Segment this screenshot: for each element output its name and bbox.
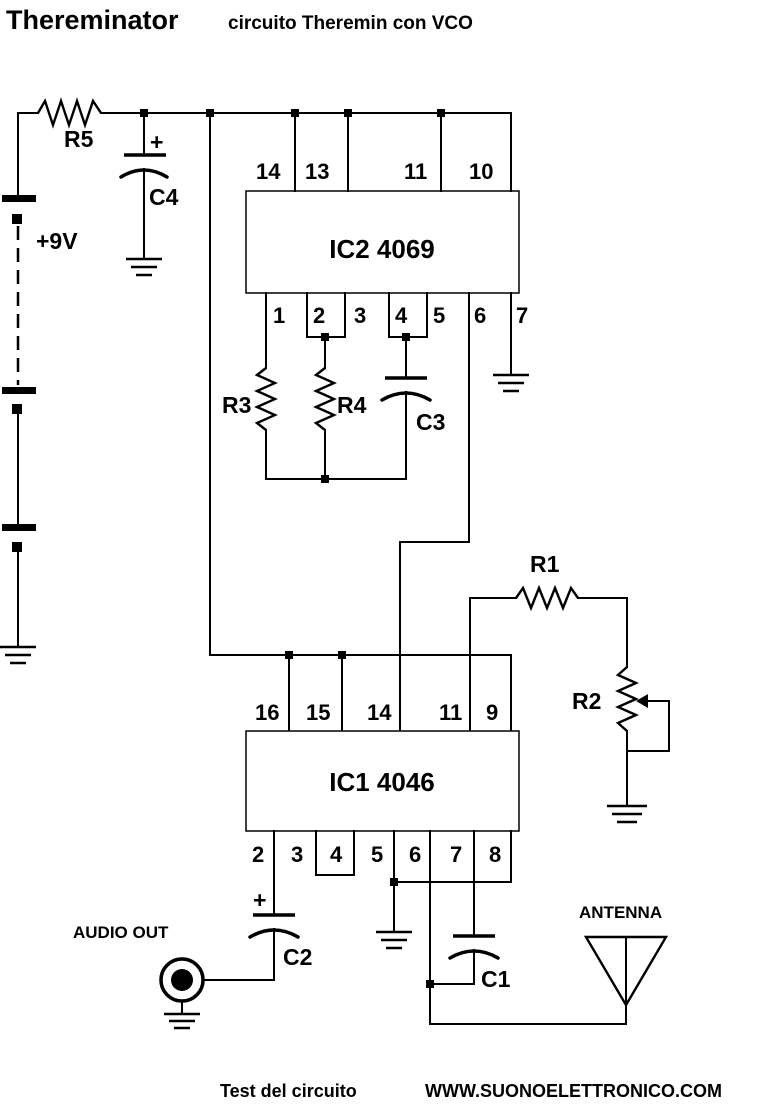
r5-resistor <box>36 97 102 129</box>
r5-label: R5 <box>64 126 94 152</box>
ic1-pin-15: 15 <box>306 700 330 725</box>
antenna-label: ANTENNA <box>579 903 662 922</box>
r4-label: R4 <box>337 392 367 418</box>
ic1-pin-14: 14 <box>367 700 392 725</box>
r2-label: R2 <box>572 688 601 714</box>
ic2-pin-2: 2 <box>313 303 325 328</box>
ground-symbol <box>607 804 647 824</box>
ic2-body <box>245 190 520 294</box>
antenna-icon <box>583 935 669 1025</box>
ic1-pin-11: 11 <box>439 700 462 725</box>
c3-capacitor <box>380 376 432 480</box>
ic2-pin-7: 7 <box>516 303 528 328</box>
ic1-body <box>245 730 520 832</box>
ic1-pin-16: 16 <box>255 700 279 725</box>
ic2-label: IC2 4069 <box>329 234 435 264</box>
ic1-pin-4: 4 <box>330 842 343 867</box>
ic2-pin-11: 11 <box>404 159 427 184</box>
ic2-pin-1: 1 <box>273 303 285 328</box>
ic2-pin-10: 10 <box>469 159 493 184</box>
r2-wiper-arrow <box>636 694 648 708</box>
audio-out-label: AUDIO OUT <box>73 923 169 942</box>
title: Thereminator <box>6 5 179 35</box>
junction-dot <box>321 475 329 483</box>
c2-polarity: + <box>253 887 266 913</box>
supply-label: +9V <box>36 228 78 254</box>
r1-label: R1 <box>530 551 560 577</box>
c3-label: C3 <box>416 409 445 435</box>
c4-polarity: + <box>150 129 163 155</box>
ic2-pin-14: 14 <box>256 159 281 184</box>
ic2-pin-6: 6 <box>474 303 486 328</box>
ic1-pin-3: 3 <box>291 842 303 867</box>
audio-jack-icon <box>159 957 205 1030</box>
ic1-pin-9: 9 <box>486 700 498 725</box>
ground-symbol <box>126 257 162 277</box>
r2-potentiometer <box>615 666 639 732</box>
ic2-pin-3: 3 <box>354 303 366 328</box>
ic2-pin-13: 13 <box>305 159 329 184</box>
ic1-pin-5: 5 <box>371 842 383 867</box>
r3-label: R3 <box>222 392 251 418</box>
c2-capacitor <box>203 830 300 981</box>
ic1-label: IC1 4046 <box>329 767 435 797</box>
subtitle: circuito Theremin con VCO <box>228 13 473 34</box>
ic2-pin-5: 5 <box>433 303 445 328</box>
supply-battery <box>2 112 39 646</box>
ic1-pin-2: 2 <box>252 842 264 867</box>
ground-symbol <box>493 373 529 393</box>
ground-symbol <box>376 930 412 950</box>
c1-label: C1 <box>481 966 511 992</box>
r1-resistor <box>515 584 579 612</box>
footer-left: Test del circuito <box>220 1081 357 1101</box>
ground-symbol <box>0 645 36 665</box>
ic1-pin-6: 6 <box>409 842 421 867</box>
c4-capacitor <box>119 112 169 259</box>
footer-right: WWW.SUONOELETTRONICO.COM <box>425 1081 722 1101</box>
c4-label: C4 <box>149 184 179 210</box>
c2-label: C2 <box>283 944 312 970</box>
ic1-pin-7: 7 <box>450 842 462 867</box>
r3-resistor <box>254 367 278 431</box>
ic1-pin-8: 8 <box>489 842 501 867</box>
ic2-pin-4: 4 <box>395 303 408 328</box>
c1-capacitor <box>429 830 500 985</box>
r4-resistor <box>313 367 337 431</box>
